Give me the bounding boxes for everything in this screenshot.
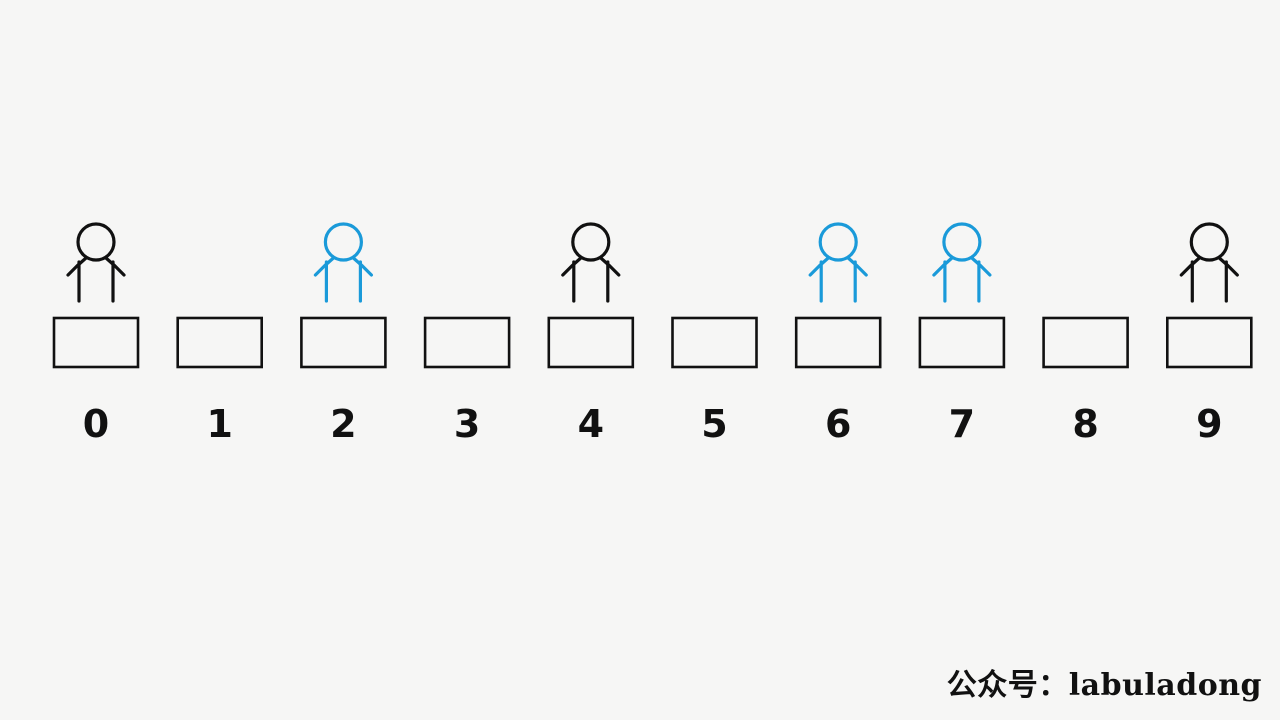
person-icon	[1179, 222, 1239, 303]
seat-0: 0	[52, 222, 140, 446]
seat-label: 1	[206, 402, 232, 446]
seat-box	[300, 316, 387, 369]
seat-label: 5	[701, 402, 727, 446]
person-icon	[932, 222, 992, 303]
seat-label: 6	[825, 402, 851, 446]
seat-box	[1042, 316, 1129, 369]
seat-3: 3	[423, 316, 511, 446]
seat-label: 8	[1072, 402, 1098, 446]
seat-box	[547, 316, 635, 369]
person-icon	[808, 222, 868, 303]
seat-5: 5	[671, 316, 758, 446]
seat-box	[671, 316, 758, 369]
seat-label: 4	[578, 402, 604, 446]
person-icon	[66, 222, 126, 303]
seat-6: 6	[794, 222, 882, 446]
seat-8: 8	[1042, 316, 1129, 446]
seat-label: 2	[330, 402, 356, 446]
seat-box	[52, 316, 140, 369]
seat-label: 0	[83, 402, 109, 446]
seat-label: 9	[1196, 402, 1222, 446]
person-icon	[313, 222, 373, 303]
seat-9: 9	[1166, 222, 1253, 446]
seat-box	[423, 316, 511, 369]
seat-label: 7	[949, 402, 975, 446]
seat-box	[918, 316, 1006, 369]
seat-label: 3	[454, 402, 480, 446]
seat-box	[794, 316, 882, 369]
watermark: 公众号：labuladong	[946, 668, 1262, 703]
seat-box	[1166, 316, 1253, 369]
person-icon	[561, 222, 621, 303]
seat-box	[176, 316, 263, 369]
seat-7: 7	[918, 222, 1006, 446]
seat-2: 2	[300, 222, 387, 446]
seat-4: 4	[547, 222, 635, 446]
seat-1: 1	[176, 316, 263, 446]
